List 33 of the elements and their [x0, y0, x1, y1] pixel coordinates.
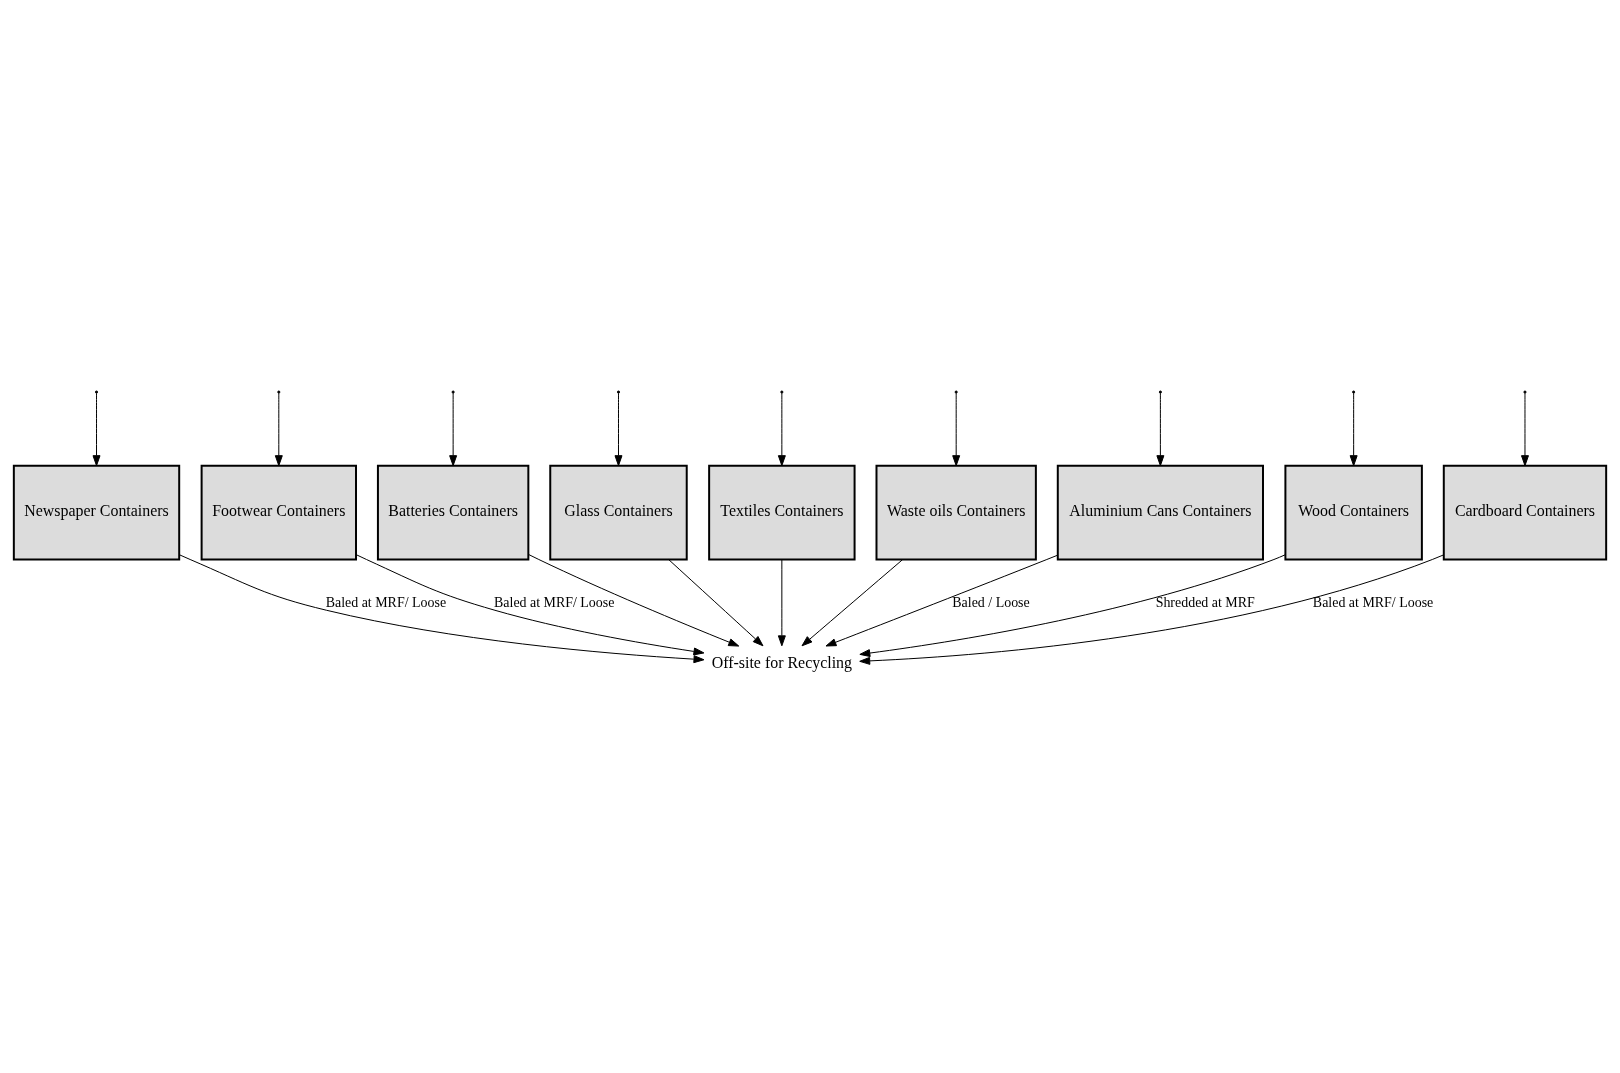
- arrow: [668, 559, 764, 647]
- node-box: Waste oils Containers: [875, 464, 1037, 561]
- arrow: [1521, 392, 1529, 467]
- arrow: [859, 554, 1286, 658]
- node-box: Wood Containers: [1284, 464, 1423, 561]
- node-box: Newspaper Containers: [12, 464, 181, 561]
- arrow: [355, 554, 705, 656]
- arrow: [92, 392, 101, 467]
- node-box: Textiles Containers: [708, 464, 856, 561]
- node-box: Batteries Containers: [376, 464, 530, 561]
- node-box: Cardboard Containers: [1442, 464, 1608, 561]
- arrow: [859, 554, 1445, 665]
- arrow: [449, 392, 458, 467]
- arrow: [528, 554, 740, 647]
- node-text: Off-site for Recycling: [711, 653, 853, 671]
- arrow: [825, 554, 1059, 647]
- arrow: [777, 392, 786, 467]
- arrow: [614, 392, 623, 467]
- arrow: [1156, 392, 1165, 467]
- arrow: [952, 392, 961, 467]
- arrow: [178, 554, 705, 664]
- edge-label: Baled at MRF/ Loose: [325, 594, 447, 610]
- arrow: [801, 559, 903, 647]
- edge-label: Baled at MRF/ Loose: [494, 594, 615, 610]
- node-box: Footwear Containers: [200, 464, 357, 561]
- edge-label: Shredded at MRF: [1155, 594, 1255, 610]
- node-box: Glass Containers: [549, 464, 688, 561]
- arrow: [777, 559, 786, 647]
- arrow: [274, 392, 283, 467]
- node-box: Aluminium Cans Containers: [1056, 464, 1264, 561]
- edge-label: Baled / Loose: [952, 594, 1030, 610]
- edge-label: Baled at MRF/ Loose: [1312, 594, 1434, 610]
- arrow: [1349, 392, 1358, 467]
